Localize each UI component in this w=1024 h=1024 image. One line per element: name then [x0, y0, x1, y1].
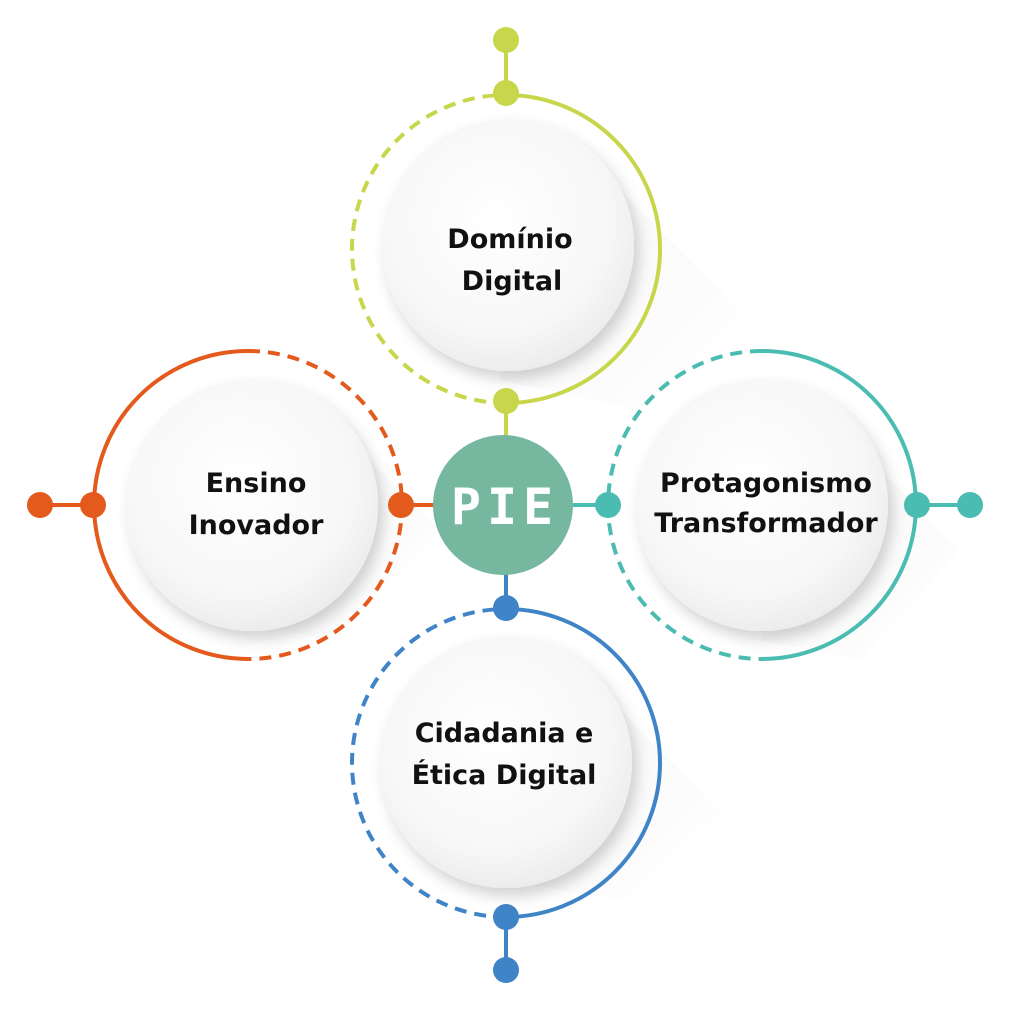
connector-dot-center [493, 388, 519, 414]
node-label-line1: Protagonismo [660, 468, 872, 499]
connector-dot-center [595, 492, 621, 518]
center-hub: PIE [433, 435, 573, 575]
ring-solid-arc [92, 349, 249, 661]
node-label-line2: Digital [462, 266, 563, 297]
ring-solid-arc [505, 93, 662, 405]
connector-dot-center [388, 492, 414, 518]
connector-dot-center [493, 595, 519, 621]
node-disc [126, 379, 378, 631]
node-cidadania-etica-digital: Cidadania e Ética Digital [350, 570, 720, 983]
node-protagonismo-transformador: Protagonismo Transformador [572, 349, 983, 661]
connector-dot-outer [493, 27, 519, 53]
connector-dot-outer [493, 957, 519, 983]
node-disc [382, 119, 634, 371]
node-label-line1: Ensino [206, 468, 307, 499]
node-label-line1: Domínio [447, 224, 572, 255]
ring-dashed-arc [350, 607, 507, 919]
node-label-line1: Cidadania e [415, 718, 594, 749]
node-ensino-inovador: Ensino Inovador [27, 349, 440, 661]
connector-dot-outer [957, 492, 983, 518]
connector-dot-outer [27, 492, 53, 518]
node-label-line2: Transformador [654, 508, 878, 539]
node-label-line2: Inovador [189, 510, 325, 541]
center-circle [433, 435, 573, 575]
center-label: PIE [451, 478, 559, 536]
ring-solid-arc [761, 349, 918, 661]
node-dominio-digital: Domínio Digital [350, 27, 740, 440]
ring-dashed-arc [350, 93, 507, 405]
node-label-line2: Ética Digital [412, 759, 597, 791]
node-disc [636, 379, 888, 631]
ring-solid-arc [505, 607, 662, 919]
node-disc [380, 636, 632, 888]
